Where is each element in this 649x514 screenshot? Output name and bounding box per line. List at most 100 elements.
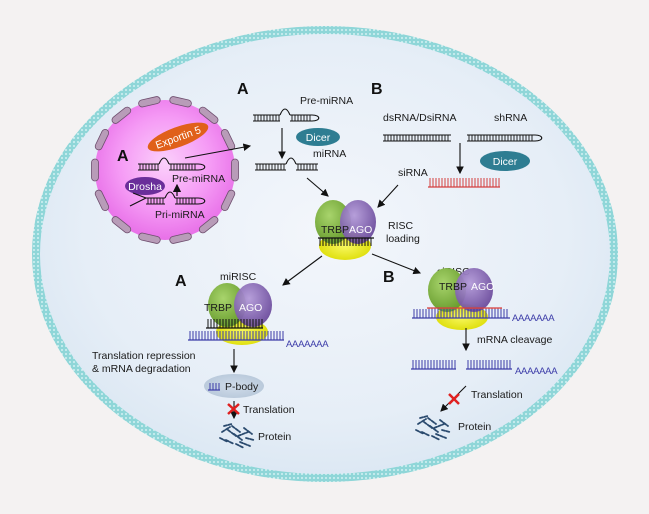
drosha-protein [125,177,165,195]
protein-fold [419,415,429,419]
nuclear-pore [111,106,132,124]
dsrna-duplex [383,134,451,142]
dicer-protein-a [296,128,340,146]
protein-fold [223,423,233,427]
translation-label-a: Translation [243,404,295,416]
sirisc-mrna-target [412,307,510,319]
dicer-protein-b [480,151,530,171]
mirna-to-risc-arrow [306,177,329,197]
pri-mirna-hairpin [129,191,206,207]
nucleus-pre-mirna-label: Pre-miRNA [172,173,225,185]
nucleus: A Exportin 5 Pre-miRNA Drosha Pri-miRNA [91,96,252,244]
p-body-mrna-fragment [208,383,220,391]
risc-loading-label-1: RISC [388,220,414,232]
sirna-to-risc-arrow [377,184,399,208]
mirna-bulge [285,157,297,165]
pathway-a-processing: A Pre-miRNA Dicer miRNA [237,81,353,197]
sirisc-trbp-label: TRBP [439,281,467,293]
cyto-pre-mirna-hairpin [253,108,320,122]
protein-fold [441,429,451,433]
trbp-protein [315,200,351,244]
protein-fold [433,423,445,429]
protein-icon-b [415,415,451,441]
protein-fold [221,426,231,433]
nuclear-pore [231,158,239,182]
risc-loading-duplex [318,237,374,246]
nuclear-pore [138,96,161,108]
nucleus-pre-mirna-hairpin [138,157,206,171]
shrna-hairpin [467,134,543,142]
protein-fold [427,417,437,425]
mirisc-ago-protein [234,283,272,327]
nucleus-pre-mirna-bulge [158,157,170,165]
pri-mirna-label: Pri-miRNA [155,209,205,221]
cyto-pre-mirna-label: Pre-miRNA [300,95,353,107]
nuclear-pore [91,158,99,182]
mrna-cleavage-label: mRNA cleavage [477,334,552,346]
pathway-a-letter: A [237,81,249,98]
translation-blocked-icon-b [448,393,460,405]
mirisc-polya-tail: AAAAAAA [286,339,329,350]
protein-fold [237,431,249,437]
mirisc-branch: A miRISC TRBP AGO AAAAAAA Translation re… [92,271,330,449]
nuclear-pore [94,128,110,151]
nuclear-pore [94,189,110,212]
nuclear-envelope-pores [91,96,239,244]
sirisc-letter: B [383,269,395,286]
pathway-b-processing: B dsRNA/DsiRNA shRNA Dicer siRNA [371,81,543,208]
cyto-pre-mirna-bulge [279,108,291,116]
risc-to-mirisc-arrow [282,255,323,286]
nuclear-pore [169,96,192,108]
cleaved-mrna-fragments [411,360,512,370]
mirisc-outcome-line-2: & mRNA degradation [92,363,191,375]
protein-fold [423,421,433,429]
nucleus-pre-mirna-loop [197,163,206,171]
nuclear-pore [169,232,192,244]
mirna-duplex [255,157,318,171]
pri-mirna-bulge [164,191,176,199]
mirisc-trbp-protein [208,283,246,327]
protein-fold [219,437,229,443]
drosha-label: Drosha [128,181,162,193]
trbp-label: TRBP [321,224,349,236]
risc-loading-complex: TRBP AGO RISC loading [282,200,422,286]
mirisc-trbp-label: TRBP [204,302,232,314]
mirisc-letter: A [175,273,187,290]
protein-fold [245,437,255,441]
ago-label: AGO [349,224,372,236]
pathway-b-letter: B [371,81,383,98]
nuclear-pore [198,216,219,234]
risc-loading-label-2: loading [386,233,420,245]
protein-fold [421,431,431,437]
pri-mirna-loop [197,197,206,205]
protein-fold [231,425,241,433]
shrna-label: shRNA [494,112,527,124]
ago-protein [340,200,376,244]
protein-icon-a [219,423,255,449]
nuclear-pore [111,216,132,234]
nucleus-pathway-letter: A [117,148,129,165]
nuclear-pore [138,232,161,244]
sirna-label: siRNA [398,167,428,179]
protein-label-a: Protein [258,431,291,443]
sirna-duplex [428,178,500,188]
protein-fold [243,427,253,435]
protein-fold [431,435,441,441]
risc-to-sirisc-arrow [371,253,422,275]
protein-fold [235,443,245,449]
mirisc-outcome-line-1: Translation repression [92,350,196,362]
nuclear-pore [220,189,236,212]
protein-label-b: Protein [458,421,491,433]
protein-fold [439,419,449,427]
nuclear-pore [198,106,219,124]
p-body [204,374,264,398]
mirisc-ago-label: AGO [239,302,262,314]
pri-mirna-flank [132,192,147,199]
dicer-label-a: Dicer [306,132,331,144]
dsrna-label: dsRNA/DsiRNA [383,112,457,124]
sirisc-branch: B siRISC TRBP AGO AAAAAAA mRNA cleavage … [383,266,559,441]
pri-mirna-flank [129,197,147,207]
protein-fold [435,433,447,439]
translation-label-b: Translation [471,389,523,401]
sirisc-trbp-protein [428,268,466,312]
